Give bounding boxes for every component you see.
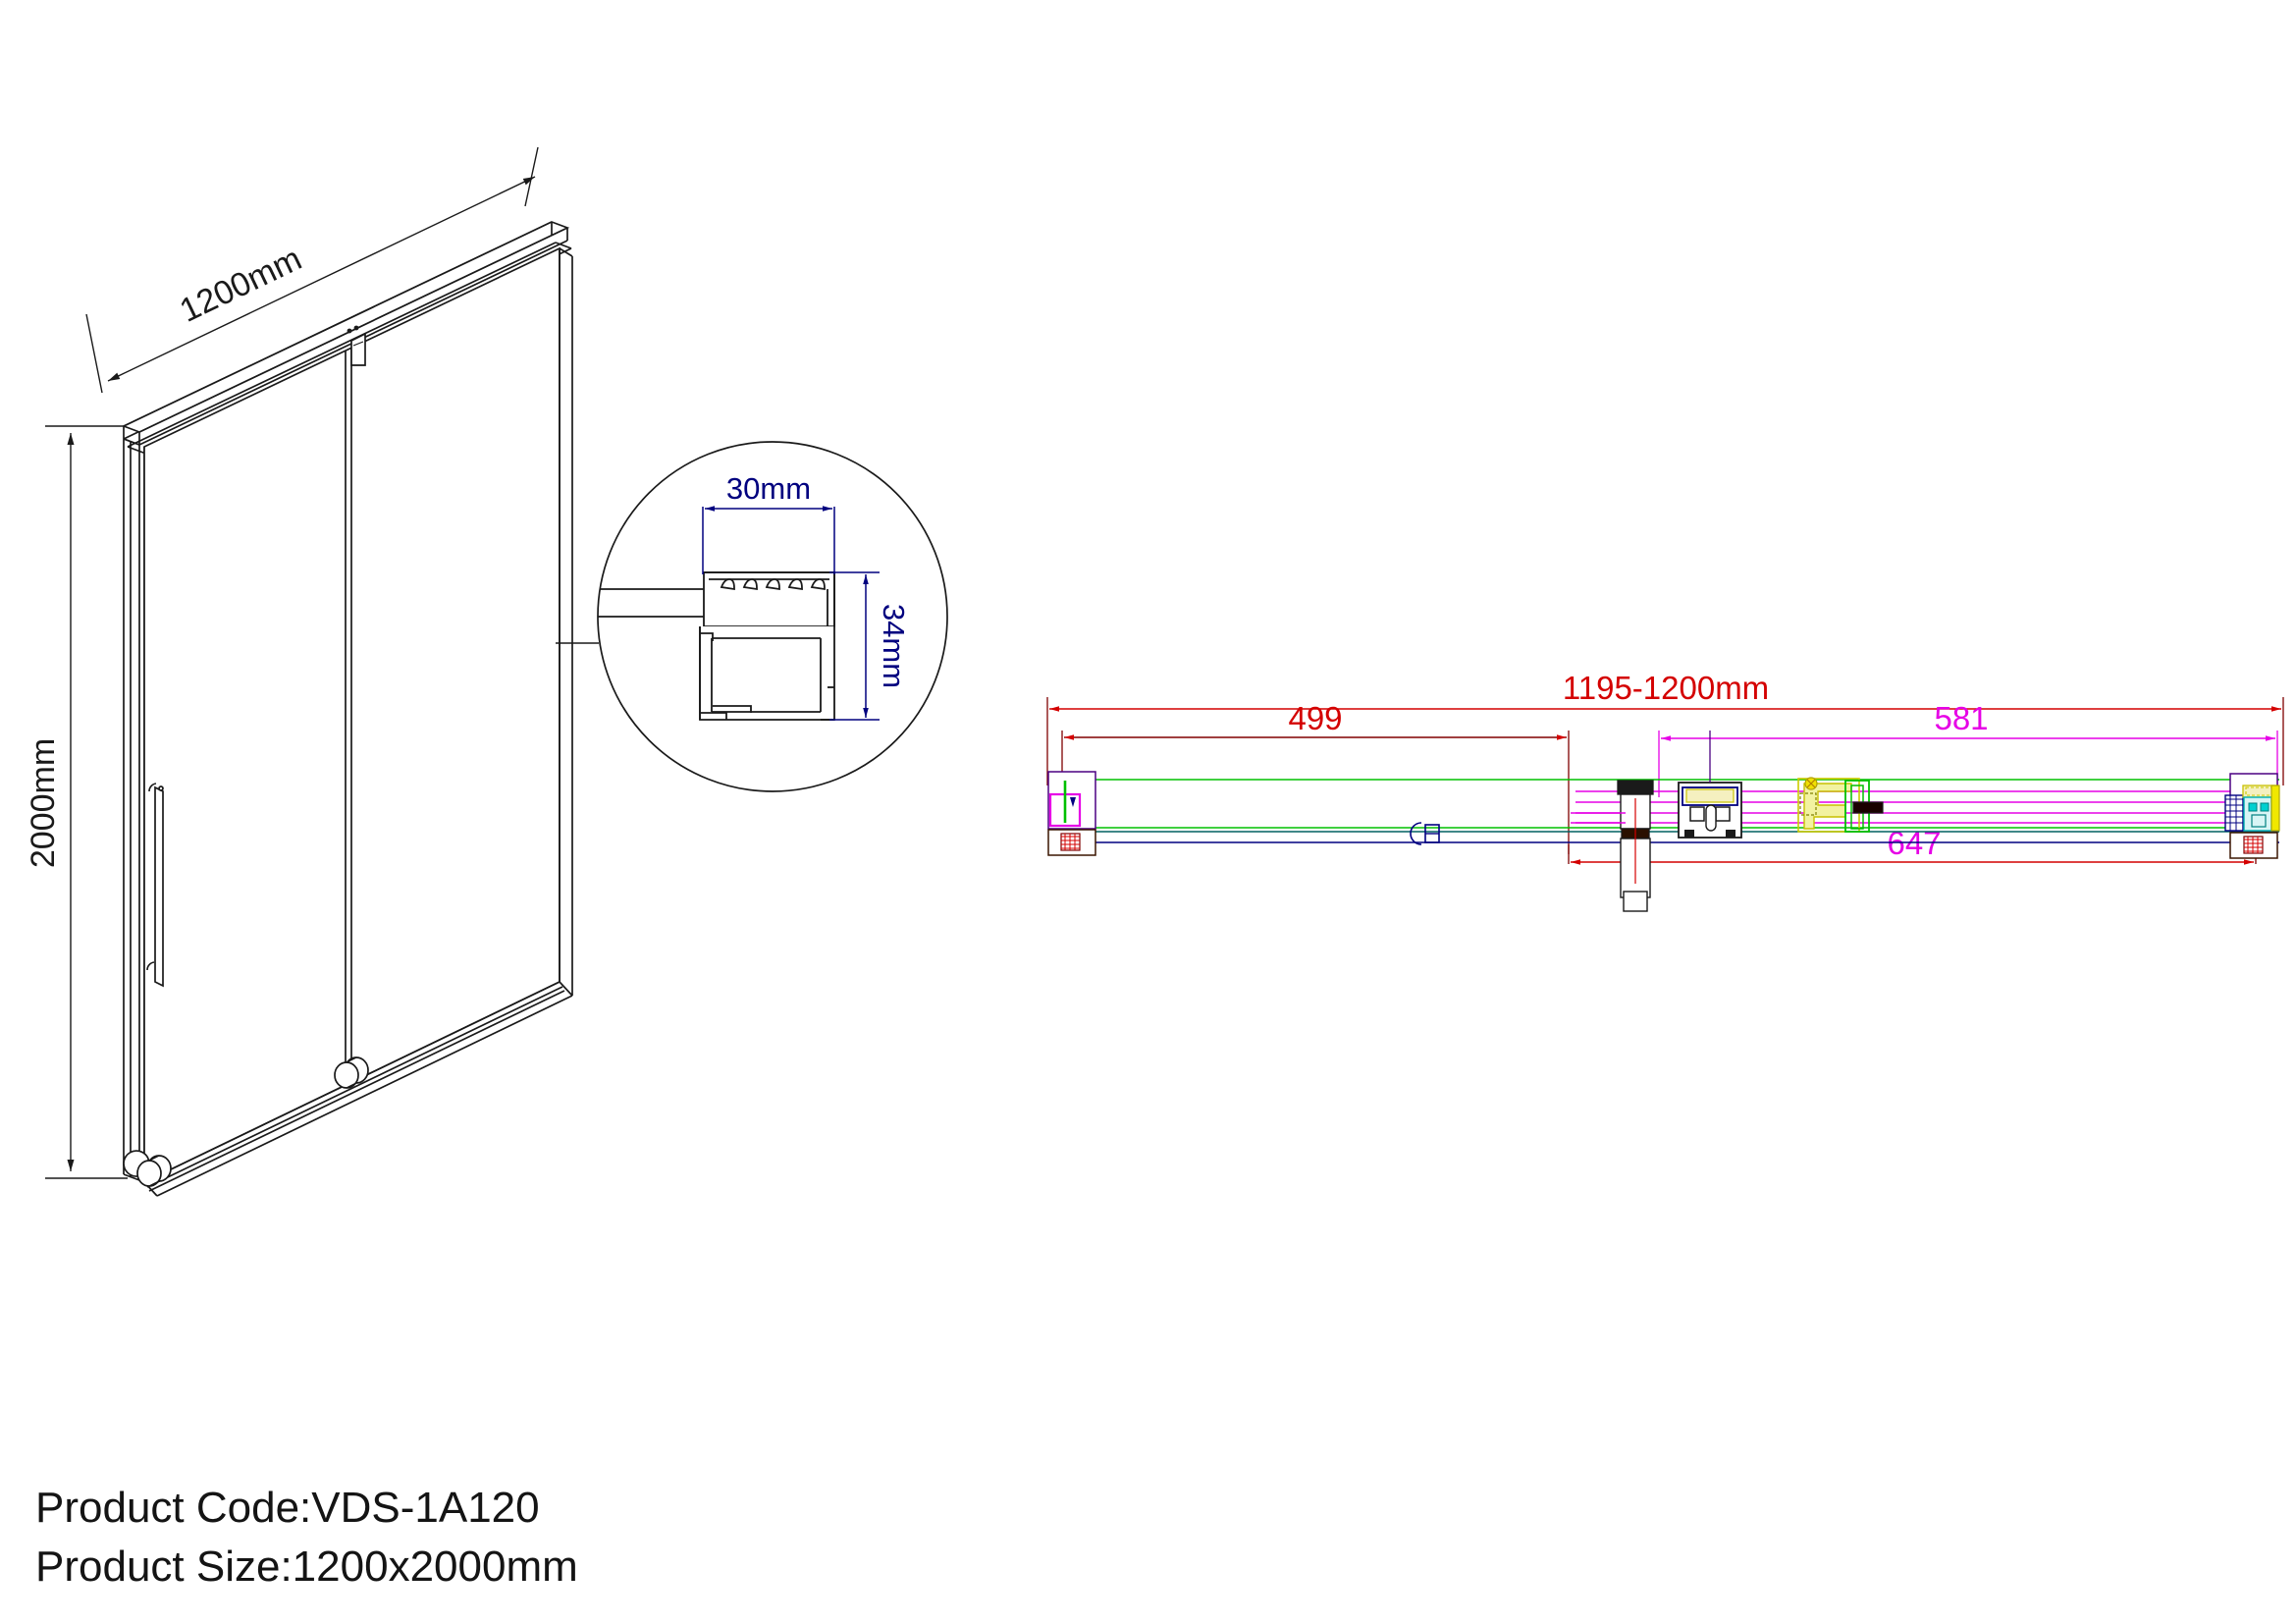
detail-channel-profile <box>699 626 835 721</box>
width-dimension-label: 1200mm <box>174 240 307 329</box>
plan-right-anchor-hatch <box>2243 836 2264 854</box>
plan-view-group: 1195-1200mm 499 581 647 <box>1046 670 2284 912</box>
plan-mid-fitting <box>1797 777 1884 833</box>
plan-roller-carriage <box>1678 731 1742 839</box>
detail-header-extrusion <box>703 571 835 627</box>
plan-right-hatch-block <box>2224 794 2244 832</box>
caption-block: Product Code:VDS-1A120 Product Size:1200… <box>35 1484 578 1591</box>
detail-height-dimension-34mm: 34mm <box>829 571 911 721</box>
left-wall-jamb <box>123 438 145 1182</box>
detail-width-label: 30mm <box>726 471 811 506</box>
height-dimension-label: 2000mm <box>25 738 62 868</box>
plan-left-anchor-hatch <box>1060 833 1081 851</box>
elevation-view-group: 1200mm 2000mm <box>25 146 573 1197</box>
overall-dimension-1195-1200: 1195-1200mm <box>1046 670 2284 785</box>
detail-width-dimension-30mm: 30mm <box>702 471 835 574</box>
product-size-text: Product Size:1200x2000mm <box>35 1543 578 1591</box>
right-edge-post <box>559 247 573 996</box>
dimension-581-label: 581 <box>1934 700 1988 736</box>
dimension-647: 647 <box>1568 825 2257 865</box>
bottom-roller-right <box>334 1056 369 1089</box>
plan-magenta-ticks <box>1571 812 1626 824</box>
detail-height-label: 34mm <box>877 604 911 688</box>
plan-door-handle <box>1617 780 1654 912</box>
dimension-581: 581 <box>1658 700 2278 797</box>
detail-circle-group: 30mm 34mm <box>556 441 948 792</box>
plan-left-wall-profile <box>1047 771 1096 856</box>
product-code-text: Product Code:VDS-1A120 <box>35 1484 540 1532</box>
plan-layer-lines <box>1050 779 2279 843</box>
door-assembly <box>121 221 573 1197</box>
plan-center-marker <box>1410 822 1440 845</box>
overall-dimension-label: 1195-1200mm <box>1563 670 1769 706</box>
height-dimension-2000: 2000mm <box>25 425 128 1179</box>
door-handle <box>146 783 164 988</box>
plan-right-end-profile <box>2224 773 2280 859</box>
dimension-499-label: 499 <box>1288 700 1342 736</box>
dimension-499: 499 <box>1061 700 1570 854</box>
roller-hanger-bracket <box>347 325 366 366</box>
bottom-roller-left <box>123 1150 172 1187</box>
